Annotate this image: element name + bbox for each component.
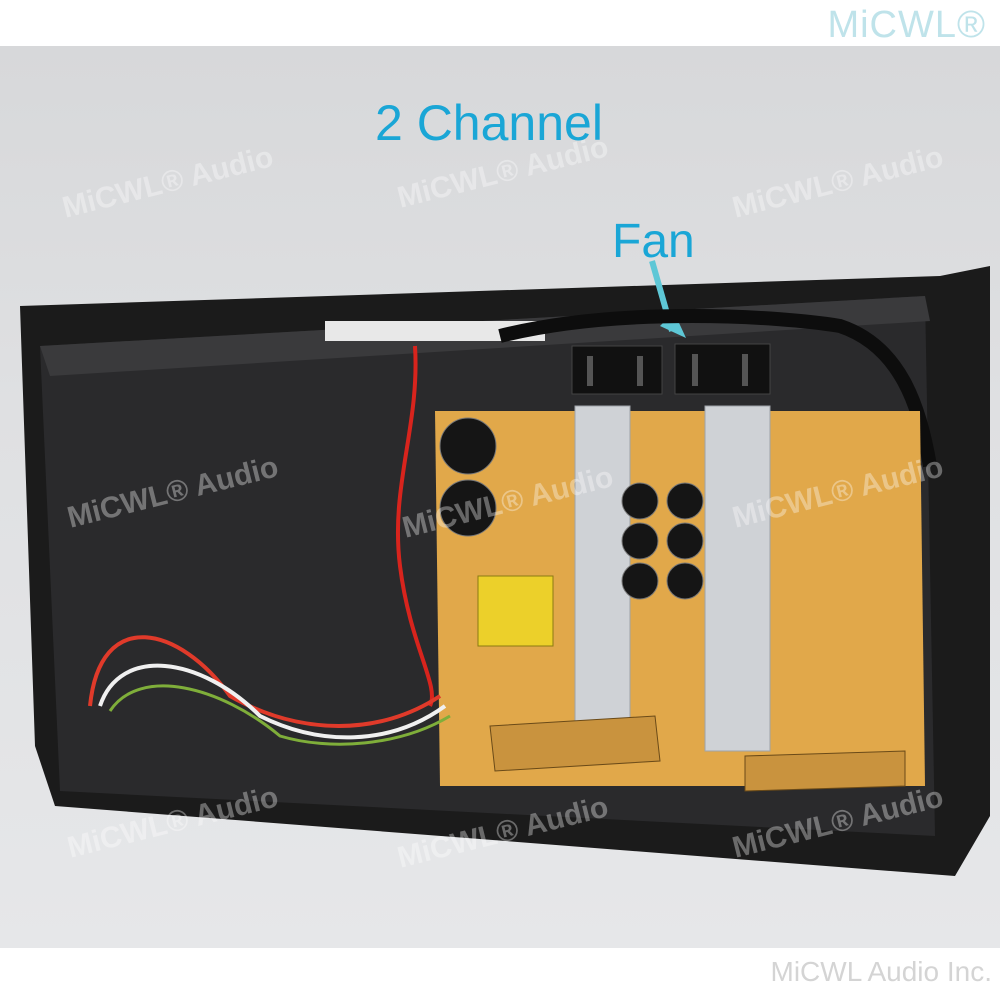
channel-label: 2 Channel bbox=[375, 95, 603, 151]
brand-logo-top: MiCWL® bbox=[827, 4, 986, 46]
fan-label: Fan bbox=[612, 215, 695, 268]
transformer bbox=[477, 575, 554, 647]
heatsink-left bbox=[574, 405, 631, 752]
rear-connectors bbox=[325, 321, 545, 341]
capacitors bbox=[439, 417, 704, 600]
red-wire bbox=[395, 345, 434, 707]
fan-right-icon bbox=[674, 343, 771, 395]
heatsink-right bbox=[704, 405, 771, 752]
front-board bbox=[489, 715, 661, 772]
amplifier-illustration bbox=[20, 260, 990, 876]
brand-footer: MiCWL Audio Inc. bbox=[770, 956, 992, 987]
fan-left-icon bbox=[571, 345, 663, 395]
product-photo: 2 Channel Fan MiCWL® Audio MiCWL® Audio … bbox=[0, 46, 1000, 948]
